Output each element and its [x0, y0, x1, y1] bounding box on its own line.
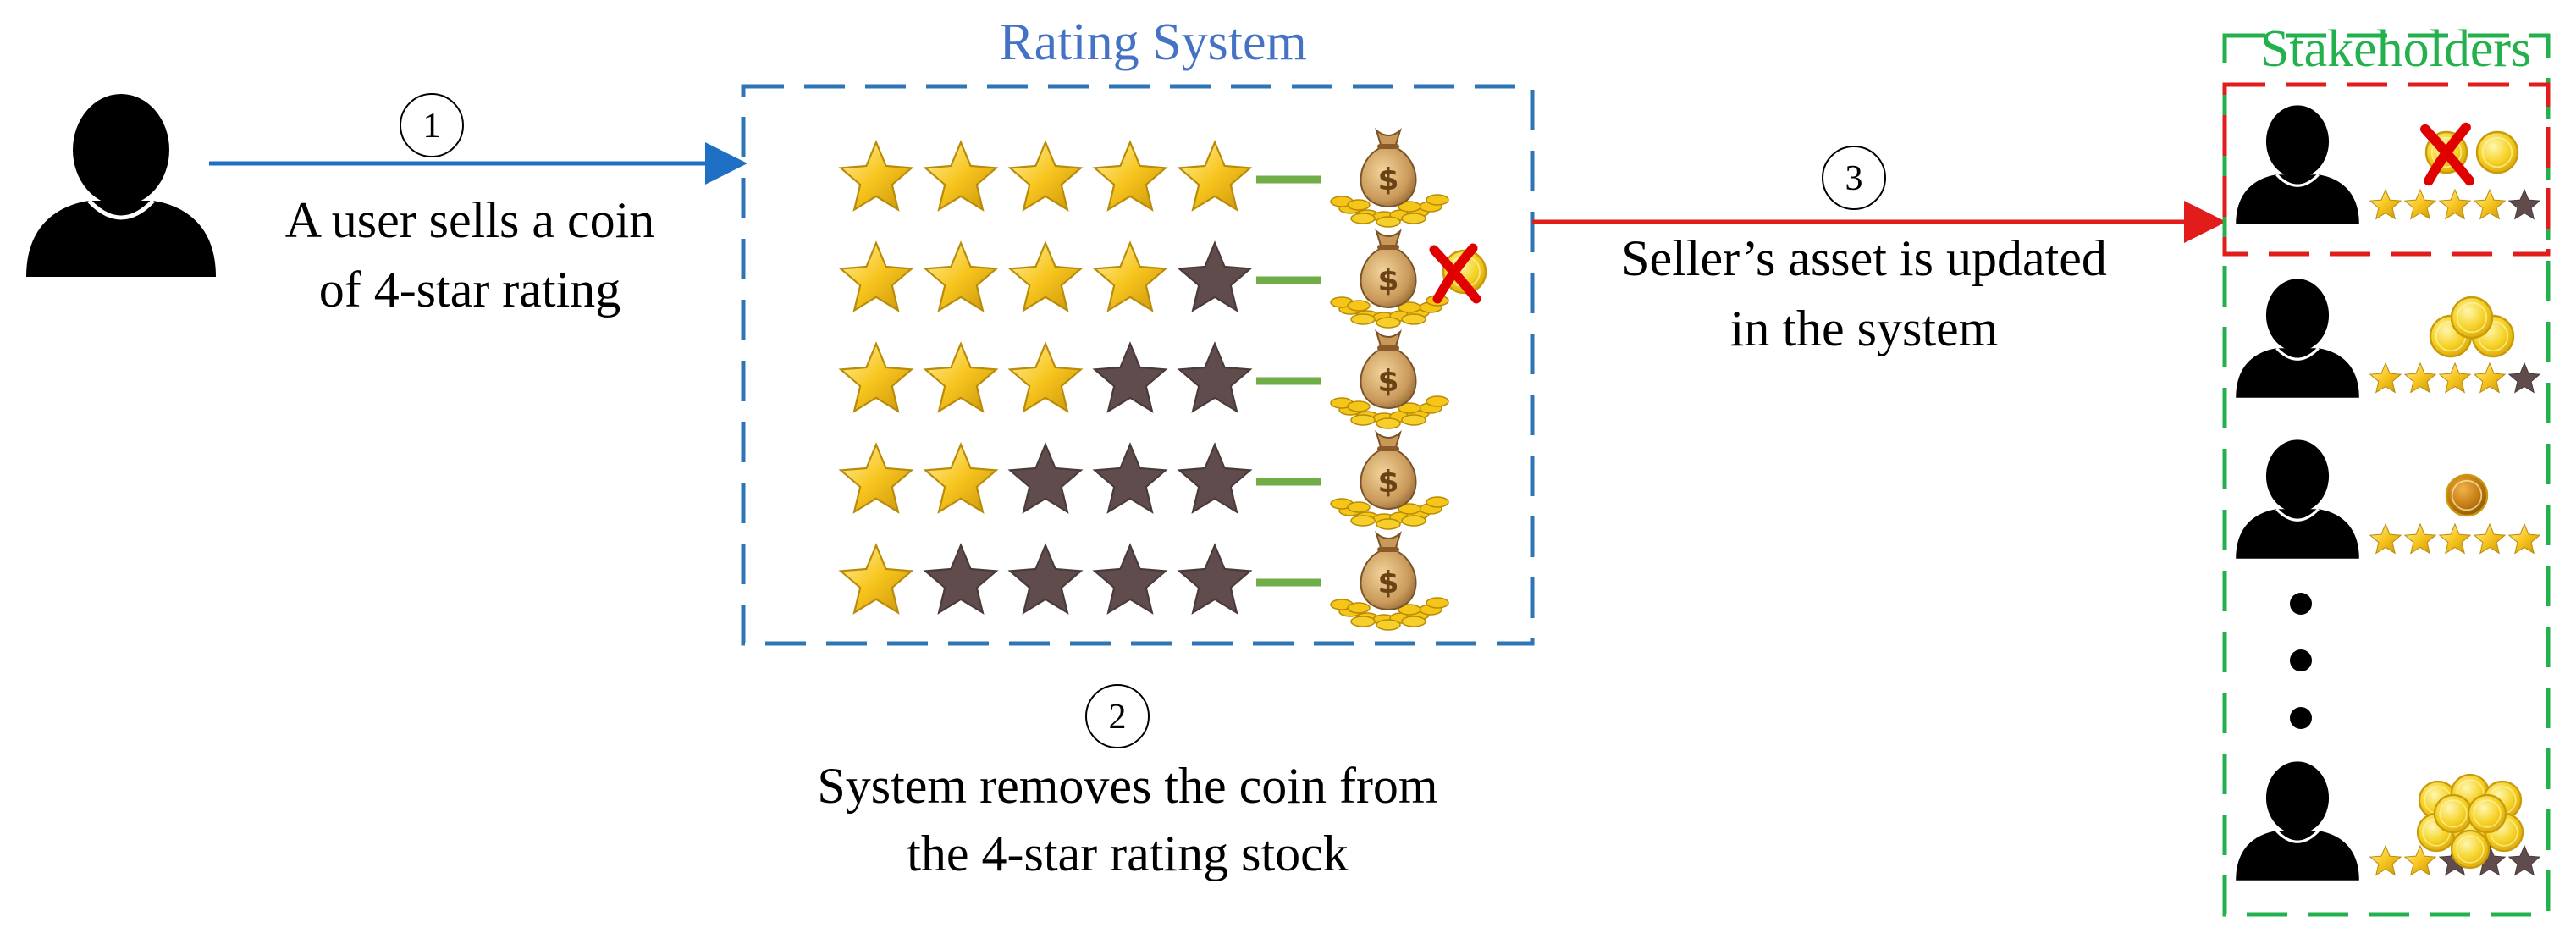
- gold-star-icon: [2507, 522, 2541, 555]
- dark-star-icon: [923, 543, 999, 615]
- stakeholder-row: [2236, 439, 2541, 559]
- step-3-number: 3: [1845, 159, 1863, 198]
- step-3-line-1: Seller’s asset is updated: [1621, 230, 2107, 286]
- stakeholder-row: [2236, 105, 2541, 224]
- ellipsis-dot: [2290, 707, 2312, 729]
- gold-star-icon: [1007, 240, 1084, 312]
- rating-row: $: [838, 430, 1449, 530]
- step-1-line-1: A user sells a coin: [285, 192, 655, 248]
- gold-star-icon: [1007, 341, 1084, 413]
- gold-star-icon: [2473, 362, 2507, 394]
- rating-row: $: [838, 128, 1449, 228]
- removed-x-icon: [2420, 122, 2475, 186]
- dark-star-icon: [2507, 188, 2541, 220]
- gold-star-icon: [2438, 362, 2472, 394]
- seller-highlight-box: [2222, 82, 2551, 257]
- svg-text:$: $: [1377, 566, 1398, 600]
- seller-person-icon: [26, 94, 216, 277]
- step-2-number: 2: [1109, 698, 1127, 737]
- money-bag-icon: $: [1330, 430, 1449, 530]
- stakeholders-box: [2222, 33, 2551, 917]
- gold-star-icon: [2438, 522, 2472, 555]
- seller-person-icon: [26, 94, 216, 277]
- gold-star-icon: [1092, 140, 1168, 212]
- step-2-line-2: the 4-star rating stock: [907, 826, 1349, 881]
- gold-star-icon: [2403, 362, 2437, 394]
- gold-star-icon: [838, 543, 914, 615]
- step-3-marker: [1822, 146, 1886, 210]
- step-2-line-1: System removes the coin from: [817, 758, 1437, 814]
- rating-system-box: [741, 84, 1535, 646]
- gold-star-icon: [2438, 188, 2472, 220]
- rating-row: $: [838, 329, 1449, 429]
- svg-text:$: $: [1377, 163, 1398, 197]
- step-2-marker: [1085, 684, 1150, 748]
- rating-row: $: [838, 531, 1449, 631]
- money-bag-icon: $: [1330, 229, 1449, 329]
- step-1-line-2: of 4-star rating: [319, 262, 621, 318]
- gold-star-icon: [838, 140, 914, 212]
- stakeholder-row: [2236, 279, 2541, 398]
- stakeholder-row: [2236, 761, 2541, 881]
- dark-star-icon: [1177, 341, 1253, 413]
- stakeholders-title: Stakeholders: [2260, 20, 2531, 78]
- svg-text:$: $: [1377, 465, 1398, 500]
- gold-star-icon: [838, 341, 914, 413]
- svg-text:$: $: [1377, 364, 1398, 399]
- stakeholder-list: [2236, 105, 2541, 881]
- svg-text:$: $: [1377, 263, 1398, 298]
- gold-star-icon: [923, 140, 999, 212]
- dark-star-icon: [1092, 341, 1168, 413]
- gold-star-icon: [1092, 240, 1168, 312]
- stakeholder-person-icon: [2236, 279, 2359, 398]
- gold-star-icon: [2403, 844, 2437, 876]
- gold-star-icon: [2369, 188, 2402, 220]
- gold-star-icon: [2403, 522, 2437, 555]
- ellipsis-dot: [2290, 593, 2312, 615]
- dark-star-icon: [1177, 240, 1253, 312]
- gold-star-icon: [2473, 188, 2507, 220]
- rating-system-title: Rating System: [999, 14, 1306, 71]
- ellipsis-dot: [2290, 649, 2312, 671]
- dark-star-icon: [2507, 844, 2541, 876]
- rating-stock-rows: $ $ $ $ $: [838, 128, 1487, 631]
- gold-star-icon: [2403, 188, 2437, 220]
- gold-star-icon: [923, 341, 999, 413]
- step-3-line-2: in the system: [1730, 301, 1999, 356]
- dark-star-icon: [1007, 543, 1084, 615]
- stakeholder-person-icon: [2236, 761, 2359, 881]
- dark-star-icon: [1177, 543, 1253, 615]
- money-bag-icon: $: [1330, 531, 1449, 631]
- gold-star-icon: [1007, 140, 1084, 212]
- gold-star-icon: [2473, 522, 2507, 555]
- step-1-marker: [400, 93, 464, 157]
- stakeholder-person-icon: [2236, 105, 2359, 224]
- gold-star-icon: [923, 240, 999, 312]
- dark-star-icon: [2507, 362, 2541, 394]
- gold-star-icon: [2369, 362, 2402, 394]
- money-bag-icon: $: [1330, 128, 1449, 228]
- gold-star-icon: [1177, 140, 1253, 212]
- dark-star-icon: [1092, 442, 1168, 514]
- gold-star-icon: [838, 442, 914, 514]
- rating-row: $: [838, 229, 1487, 329]
- money-bag-icon: $: [1330, 329, 1449, 429]
- removed-x-icon: [1429, 243, 1481, 304]
- gold-star-icon: [838, 240, 914, 312]
- gold-star-icon: [2369, 844, 2402, 876]
- dark-star-icon: [1092, 543, 1168, 615]
- dark-star-icon: [1177, 442, 1253, 514]
- stakeholder-person-icon: [2236, 439, 2359, 559]
- gold-star-icon: [923, 442, 999, 514]
- dark-star-icon: [1007, 442, 1084, 514]
- gold-star-icon: [2369, 522, 2402, 555]
- step-1-number: 1: [423, 107, 441, 146]
